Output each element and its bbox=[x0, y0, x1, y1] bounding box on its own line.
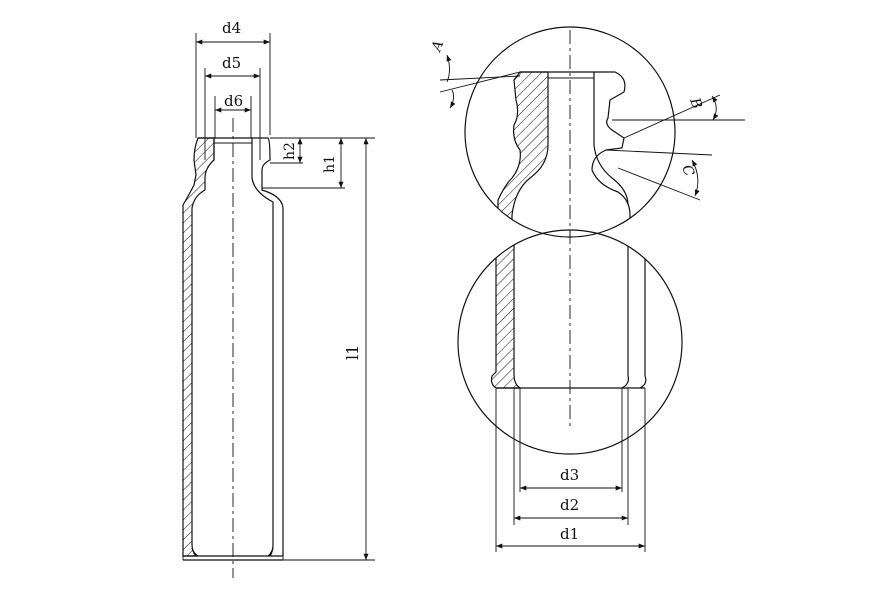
neck-left-wall bbox=[497, 71, 549, 237]
base-left-wall bbox=[490, 230, 522, 389]
label-d2: d2 bbox=[560, 496, 579, 514]
label-A: A bbox=[428, 38, 447, 55]
neck-detail-view: A B C bbox=[428, 26, 745, 238]
neck-inner-right bbox=[593, 72, 629, 206]
label-h1: h1 bbox=[322, 155, 338, 173]
base-right-wall bbox=[621, 230, 647, 389]
label-B: B bbox=[686, 95, 705, 111]
base-detail-view: d3 d2 d1 bbox=[457, 229, 683, 552]
vial-left-wall bbox=[182, 137, 215, 557]
label-d1: d1 bbox=[560, 525, 579, 543]
label-d5: d5 bbox=[222, 54, 241, 72]
label-d3: d3 bbox=[560, 466, 579, 484]
label-d4: d4 bbox=[222, 19, 241, 37]
vial-inner-right bbox=[251, 138, 274, 557]
label-C: C bbox=[678, 163, 697, 179]
vial-bottom-corners bbox=[191, 547, 274, 557]
label-d6: d6 bbox=[224, 92, 243, 110]
label-l1: l1 bbox=[343, 345, 362, 360]
vial-side-view: d4 d5 d6 h2 h1 l1 bbox=[182, 19, 375, 578]
label-h2: h2 bbox=[282, 142, 298, 160]
neck-right-contour bbox=[520, 71, 631, 237]
vial-outer-right bbox=[183, 137, 284, 557]
